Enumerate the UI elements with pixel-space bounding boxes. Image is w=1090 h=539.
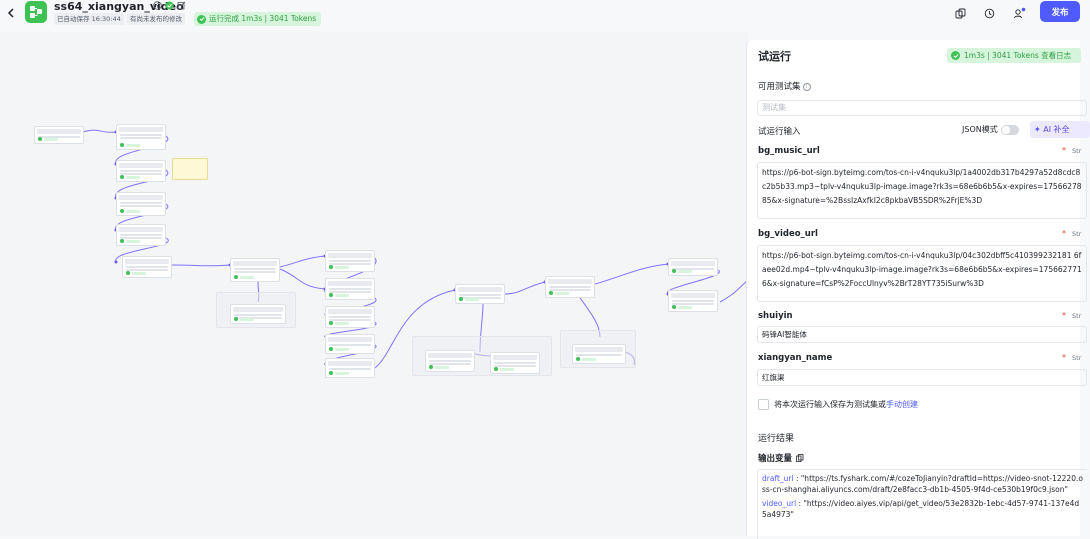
output-variables-label: 输出变量 <box>758 452 804 464</box>
output-key: draft_url <box>762 474 794 483</box>
json-mode-label: JSON模式 <box>962 125 998 134</box>
workflow-node[interactable] <box>572 344 626 364</box>
panel-title: 试运行 <box>758 50 791 63</box>
output-row-draft-url: draft_url : "https://ts.fyshark.com/#/co… <box>762 474 1083 494</box>
collaborator-icon <box>1013 7 1025 18</box>
workflow-node[interactable] <box>34 126 84 144</box>
type-label: Str <box>1072 312 1082 320</box>
run-status-badge: 运行完成 1m3s | 3041 Tokens <box>194 12 322 26</box>
check-circle-icon <box>951 51 960 60</box>
output-row-video-url: video_url : "https://video.aiyes.vip/api… <box>762 499 1080 519</box>
field-label-shuiyin: shuiyin <box>758 311 793 321</box>
json-mode-toggle[interactable]: JSON模式 <box>962 124 1019 135</box>
workflow-node[interactable] <box>455 284 505 304</box>
workflow-node[interactable] <box>490 352 540 374</box>
required-star: * <box>1062 229 1066 238</box>
info-icon[interactable]: i <box>802 83 811 91</box>
copy-button[interactable] <box>952 5 968 21</box>
required-star: * <box>1062 146 1066 155</box>
check-circle-icon <box>197 14 206 24</box>
copy-icon[interactable] <box>796 454 804 462</box>
back-button[interactable] <box>4 6 18 20</box>
workflow-node[interactable] <box>545 276 595 298</box>
output-value: "https://video.aiyes.vip/api/get_video/5… <box>762 499 1080 519</box>
testset-select[interactable]: 测试集 <box>757 100 1087 116</box>
workflow-node[interactable] <box>325 250 375 272</box>
workflow-node[interactable] <box>425 350 475 372</box>
workflow-title: ss64_xiangyan_video <box>54 0 184 13</box>
output-label-text: 输出变量 <box>758 454 793 464</box>
run-log-text: 1m3s | 3041 Tokens 查看日志 <box>964 51 1072 60</box>
workflow-node[interactable] <box>325 278 375 300</box>
bg-music-url-input[interactable]: https://p6-bot-sign.byteimg.com/tos-cn-i… <box>757 162 1087 219</box>
save-testset-checkbox[interactable] <box>758 399 769 410</box>
workflow-node[interactable] <box>325 358 375 378</box>
required-marker: * Str <box>1062 353 1081 362</box>
workflow-node[interactable] <box>116 124 166 150</box>
output-value: "https://ts.fyshark.com/#/cozeToJianyin?… <box>762 474 1083 494</box>
type-label: Str <box>1072 354 1082 362</box>
workflow-node[interactable] <box>668 258 718 276</box>
result-title: 运行结果 <box>758 434 795 444</box>
top-bar: ss64_xiangyan_video 已自动保存 16:30:44 有尚未发布… <box>0 0 1080 32</box>
testset-label-text: 可用测试集 <box>758 82 801 92</box>
publish-button[interactable]: 发布 <box>1040 1 1080 22</box>
field-label-bg-video-url: bg_video_url <box>758 229 818 239</box>
workflow-node[interactable] <box>230 258 280 282</box>
run-status-text: 运行完成 1m3s | 3041 Tokens <box>209 14 317 23</box>
note-card[interactable] <box>172 158 208 180</box>
info-icon[interactable] <box>153 1 162 10</box>
verified-icon <box>165 1 174 10</box>
history-icon <box>984 8 994 18</box>
edit-icon[interactable] <box>177 1 186 10</box>
ai-fill-label: AI 补全 <box>1043 125 1070 134</box>
manual-create-link[interactable]: 手动创建 <box>886 400 918 409</box>
workflow-node[interactable] <box>116 192 166 216</box>
output-key: video_url <box>762 499 797 508</box>
workflow-icon <box>25 1 47 23</box>
ai-fill-button[interactable]: ✦ AI 补全 <box>1030 121 1090 138</box>
required-marker: * Str <box>1062 229 1081 238</box>
type-label: Str <box>1072 147 1082 155</box>
type-label: Str <box>1072 230 1082 238</box>
bg-video-url-input[interactable]: https://p6-bot-sign.byteimg.com/tos-cn-i… <box>757 245 1087 302</box>
workflow-canvas[interactable] <box>0 32 749 536</box>
required-marker: * Str <box>1062 311 1081 320</box>
workflow-node[interactable] <box>668 290 718 312</box>
xiangyan-name-input[interactable]: 红旗渠 <box>757 369 1087 386</box>
required-marker: * Str <box>1062 146 1081 155</box>
json-mode-switch[interactable] <box>1000 124 1019 135</box>
workflow-node[interactable] <box>325 334 375 354</box>
field-label-xiangyan-name: xiangyan_name <box>758 353 833 363</box>
workflow-node[interactable] <box>325 306 375 328</box>
workflow-node[interactable] <box>116 160 166 182</box>
workflow-node[interactable] <box>116 224 166 246</box>
shuiyin-input[interactable]: 码锋AI智能体 <box>757 326 1087 343</box>
output-variables-box: draft_url : "https://ts.fyshark.com/#/co… <box>757 469 1087 539</box>
copy-icon <box>955 8 965 18</box>
save-testset-row: 将本次运行输入保存为测试集或 手动创建 <box>758 399 918 410</box>
input-section-label: 试运行输入 <box>758 127 801 137</box>
required-star: * <box>1062 353 1066 362</box>
workflow-node[interactable] <box>230 304 286 324</box>
save-testset-hint: 将本次运行输入保存为测试集或 <box>774 400 886 409</box>
workflow-node[interactable] <box>122 256 172 278</box>
collaborator-button[interactable] <box>1011 5 1027 21</box>
sparkle-icon: ✦ <box>1034 125 1041 134</box>
run-log-badge[interactable]: 1m3s | 3041 Tokens 查看日志 <box>947 48 1081 63</box>
unpublished-status: 有尚未发布的修改 <box>127 13 185 25</box>
required-star: * <box>1062 311 1066 320</box>
autosave-status: 已自动保存 16:30:44 <box>54 13 124 25</box>
field-label-bg-music-url: bg_music_url <box>758 146 820 156</box>
history-button[interactable] <box>981 5 997 21</box>
chevron-left-icon <box>7 8 14 18</box>
